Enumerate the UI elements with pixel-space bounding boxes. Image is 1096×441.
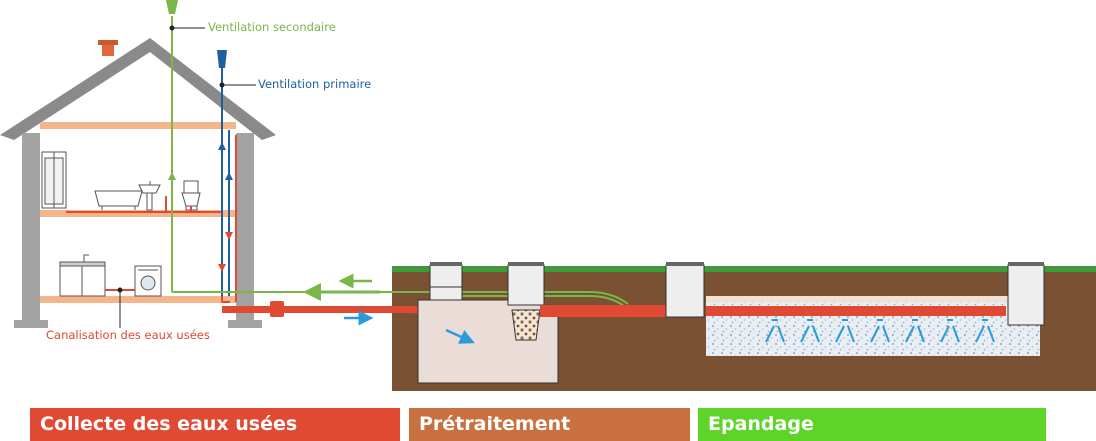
canalisation-label: Canalisation des eaux usées bbox=[46, 328, 210, 342]
attic-floor bbox=[40, 122, 236, 129]
ventilation-secondaire-label: Ventilation secondaire bbox=[208, 20, 336, 34]
phase-epandage: Epandage bbox=[698, 408, 1046, 441]
distribution-pipe bbox=[540, 305, 666, 317]
phase-pretraitement: Prétraitement bbox=[409, 408, 690, 441]
spreading-pipe bbox=[706, 306, 1006, 316]
bathtub bbox=[94, 190, 143, 210]
end-inspection-box bbox=[1007, 264, 1045, 326]
house bbox=[0, 38, 276, 328]
right-wall bbox=[236, 133, 254, 326]
primary-ventilation-pipe bbox=[221, 68, 230, 296]
primary-vent-cap bbox=[217, 50, 227, 68]
leader-lines bbox=[119, 27, 256, 328]
left-wall bbox=[22, 133, 40, 326]
main-outflow-pipe bbox=[222, 306, 414, 313]
kitchen-cabinet bbox=[59, 254, 106, 297]
washing-machine bbox=[134, 265, 162, 297]
prefilter bbox=[511, 309, 541, 341]
flow-arrow bbox=[445, 328, 475, 344]
secondary-ventilation-pipe bbox=[171, 16, 629, 307]
distribution-box bbox=[665, 264, 705, 318]
ventilation-primaire-label: Ventilation primaire bbox=[258, 77, 372, 91]
upper-floor bbox=[40, 210, 236, 217]
secondary-vent-cap bbox=[166, 0, 178, 14]
phase-collecte: Collecte des eaux usées bbox=[30, 408, 400, 441]
spreading-field bbox=[706, 262, 1045, 356]
sink bbox=[138, 181, 161, 211]
shower bbox=[41, 151, 67, 209]
chimney bbox=[102, 42, 114, 56]
roof bbox=[0, 38, 276, 140]
pipe-fitting bbox=[270, 301, 284, 317]
ground-floor bbox=[40, 296, 236, 303]
toilet bbox=[181, 180, 201, 211]
grass-strip bbox=[392, 266, 1096, 272]
